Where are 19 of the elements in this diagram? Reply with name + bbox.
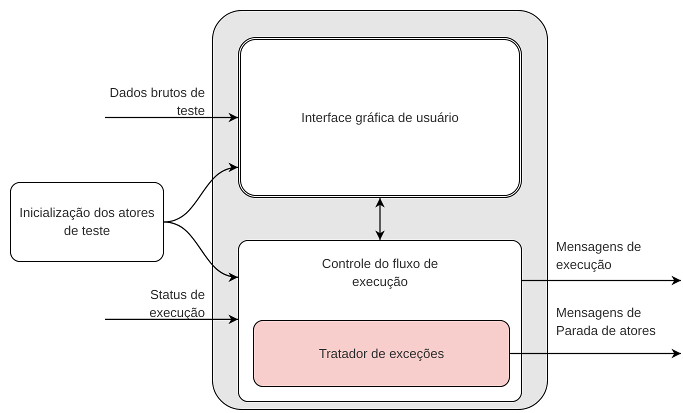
node-label: Interface gráfica de usuário xyxy=(301,108,459,126)
arrow xyxy=(375,198,385,240)
arrow xyxy=(164,221,238,281)
edge-label: Status de execução xyxy=(148,286,205,322)
process-box xyxy=(238,240,522,402)
arrow xyxy=(105,314,238,324)
process-box xyxy=(253,320,510,387)
node-label: Tratador de exceções xyxy=(318,344,444,362)
process-box xyxy=(10,182,164,262)
arrow xyxy=(105,112,238,122)
arrow xyxy=(510,348,681,358)
edge-label: Dados brutos de teste xyxy=(108,84,205,120)
node-label: Inicialização dos atores de teste xyxy=(18,204,156,240)
container-box xyxy=(212,10,548,410)
edge-label: Mensagens de execução xyxy=(556,238,642,274)
arrow xyxy=(522,276,681,286)
edge-label: Mensagens de Parada de atores xyxy=(556,304,657,340)
interface-box xyxy=(238,37,522,198)
node-label: Controle do fluxo de execução xyxy=(320,255,440,291)
